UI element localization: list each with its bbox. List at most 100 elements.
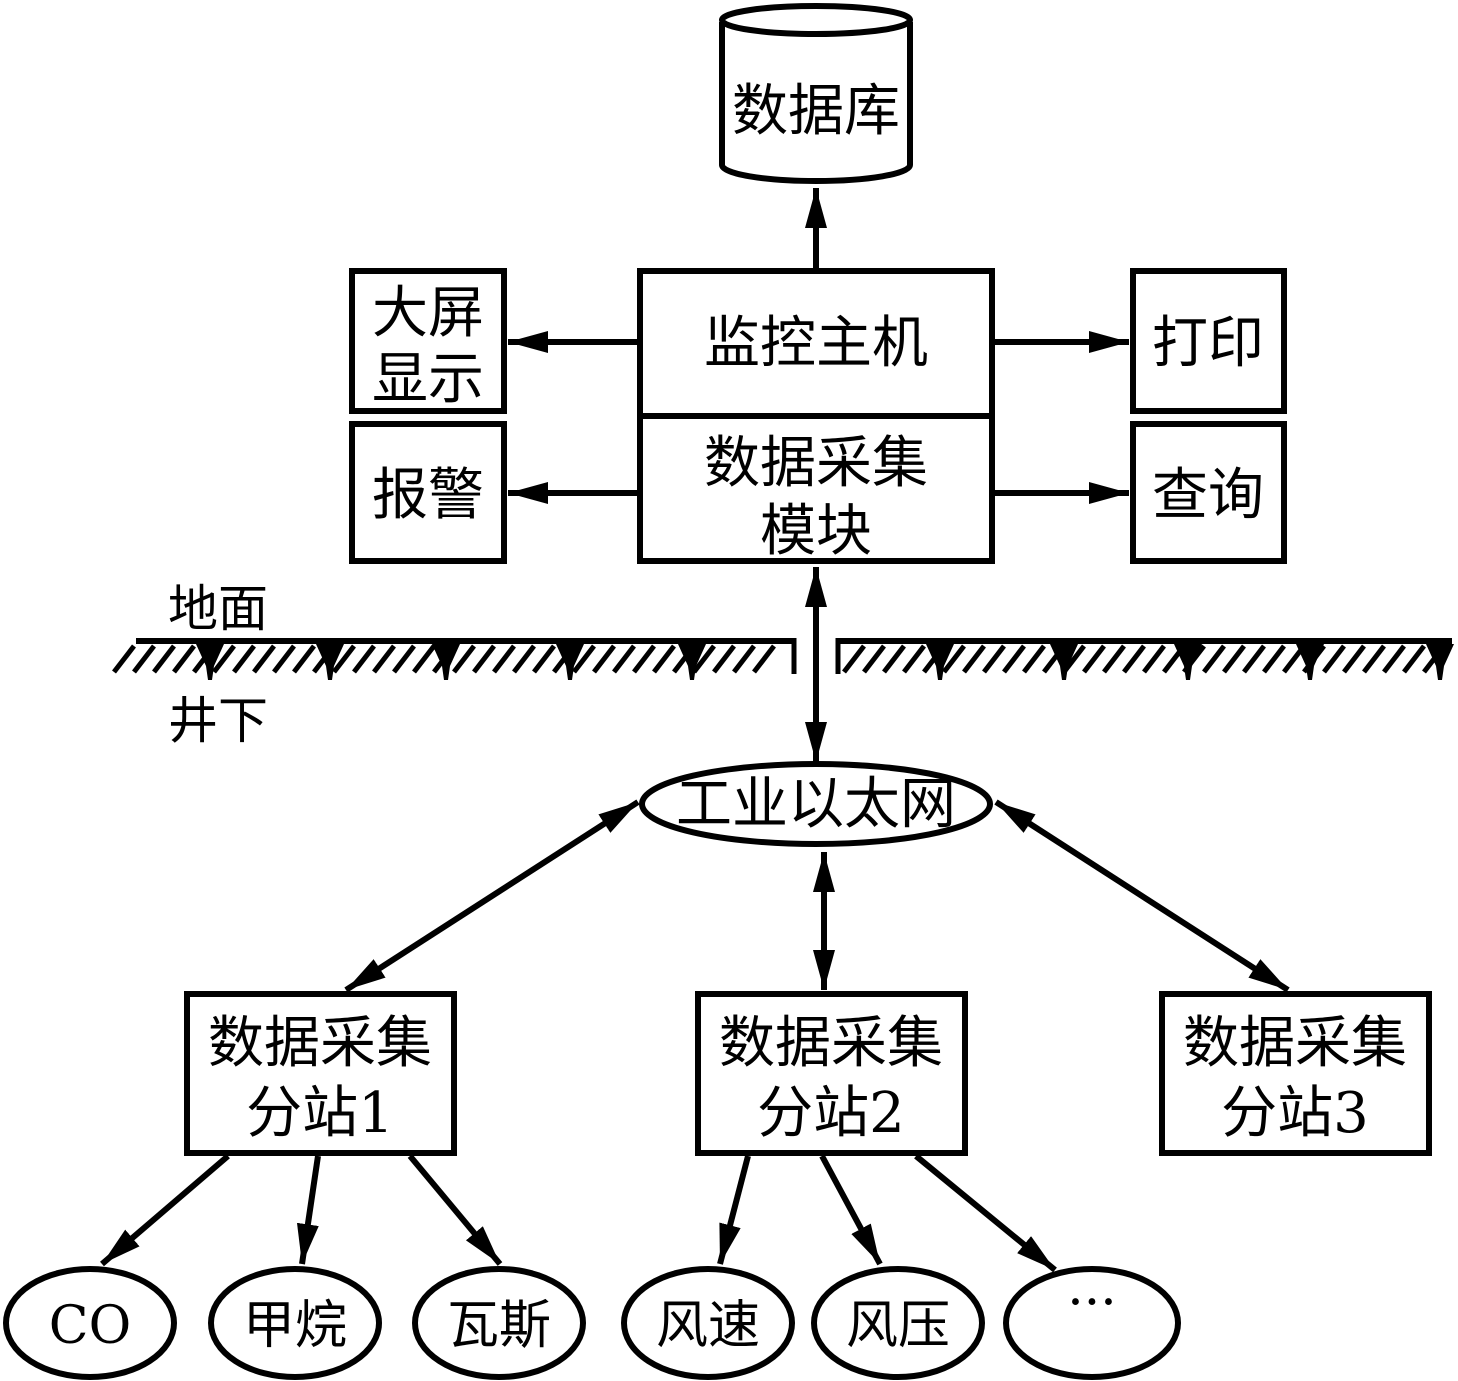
hatch-mark [982, 644, 1006, 674]
hatch-mark [842, 644, 866, 674]
sensor-ellipse [412, 1266, 586, 1380]
big-screen-label-line1: 大屏 [372, 281, 484, 346]
hatch-mark [592, 644, 616, 674]
sensor-co: CO [3, 1266, 177, 1380]
industrial-ethernet-label: 工业以太网 [676, 772, 956, 837]
query-node: 查询 [1130, 421, 1287, 564]
hatch-mark [862, 644, 886, 674]
hatch-mark [392, 644, 416, 674]
ground-anchor-mark [1296, 644, 1324, 680]
hatch-mark [332, 644, 356, 674]
hatch-mark [1222, 644, 1246, 674]
hatch-mark [372, 644, 396, 674]
substation-3-label-line2: 分站3 [1221, 1081, 1369, 1146]
hatch-mark [1402, 644, 1426, 674]
sensor-ellipse [208, 1266, 382, 1380]
sensor-methane: 甲烷 [208, 1266, 382, 1380]
hatch-mark [882, 644, 906, 674]
substation-1-label-line1: 数据采集 [208, 1011, 432, 1076]
alarm-label: 报警 [372, 463, 484, 528]
hatch-mark [232, 644, 256, 674]
hatch-mark [612, 644, 636, 674]
hatch-mark [732, 644, 756, 674]
ground-anchor-mark [1426, 644, 1454, 680]
hatch-mark [1002, 644, 1026, 674]
hatch-mark [1262, 644, 1286, 674]
hatch-mark [1242, 644, 1266, 674]
hatch-mark [112, 644, 136, 674]
monitor-host-node: 监控主机 [637, 268, 995, 419]
print-node: 打印 [1130, 268, 1287, 414]
hatch-mark [692, 644, 716, 674]
sensor-label: 风压 [846, 1296, 950, 1356]
hatch-mark [752, 644, 776, 674]
acquisition-module-node: 数据采集 模块 [637, 413, 995, 564]
acquisition-module-label-line1: 数据采集 [704, 431, 928, 496]
hatch-mark [1142, 644, 1166, 674]
ground-above-label: 地面 [168, 580, 268, 638]
sensor-ellipse [811, 1266, 985, 1380]
hatch-mark [532, 644, 556, 674]
arrow-substation-1-to-gas [407, 1154, 503, 1266]
ground-anchor-mark [678, 644, 706, 680]
sensor-ellipse [621, 1266, 795, 1380]
acquisition-module-label-line2: 模块 [760, 499, 872, 564]
hatch-mark [152, 644, 176, 674]
ground-anchor-mark [556, 644, 584, 680]
sensor-wind-pressure: 风压 [811, 1266, 985, 1380]
big-screen-node: 大屏 显示 [349, 268, 507, 414]
sensor-label: 风速 [656, 1296, 760, 1356]
sensor-gas: 瓦斯 [412, 1266, 586, 1380]
hatch-mark [1382, 644, 1406, 674]
sensor-row: CO 甲烷 瓦斯 风速 风压 ··· [3, 1266, 1181, 1380]
hatch-mark [412, 644, 436, 674]
sensor-more: ··· [1003, 1266, 1181, 1380]
sensor-label: CO [49, 1296, 131, 1356]
hatch-mark [492, 644, 516, 674]
arrow-substation-2-to-more [914, 1153, 1057, 1273]
database-node: 数据库 [719, 3, 913, 184]
sensor-ellipse [3, 1266, 177, 1380]
hatch-mark [1082, 644, 1106, 674]
hatch-mark [902, 644, 926, 674]
hatch-mark [632, 644, 656, 674]
hatch-mark [212, 644, 236, 674]
hatch-mark [1322, 644, 1346, 674]
hatch-mark [1122, 644, 1146, 674]
substation-2-label-line2: 分站2 [757, 1081, 905, 1146]
substation-2-label-line1: 数据采集 [719, 1011, 943, 1076]
hatch-mark [1022, 644, 1046, 674]
hatch-mark [1202, 644, 1226, 674]
sensor-label: 瓦斯 [447, 1296, 551, 1356]
substation-1-label-line2: 分站1 [246, 1081, 394, 1146]
arrow-substation-2-to-wind-speed [717, 1155, 751, 1265]
hatch-mark [252, 644, 276, 674]
hatch-mark [352, 644, 376, 674]
hatch-mark [472, 644, 496, 674]
hatch-mark [452, 644, 476, 674]
ground-anchor-mark [1174, 644, 1202, 680]
arrow-substation-1-to-methane [296, 1155, 321, 1265]
ground-anchor-mark [1050, 644, 1078, 680]
arrow-network-substation-3 [994, 799, 1290, 993]
sensor-ellipse [1003, 1266, 1181, 1380]
ground-line [112, 638, 1454, 680]
database-label: 数据库 [732, 79, 900, 144]
arrow-substation-1-to-co [100, 1153, 230, 1267]
sensor-label: 甲烷 [243, 1296, 347, 1356]
hatch-mark [1362, 644, 1386, 674]
query-label: 查询 [1152, 463, 1264, 528]
hatch-mark [272, 644, 296, 674]
ground-anchor-mark [316, 644, 344, 680]
sensor-label: ··· [1067, 1273, 1117, 1333]
hatch-mark [292, 644, 316, 674]
sensor-wind-speed: 风速 [621, 1266, 795, 1380]
substation-3: 数据采集 分站3 [1159, 991, 1432, 1156]
hatch-mark [962, 644, 986, 674]
substation-2: 数据采集 分站2 [695, 991, 968, 1156]
substation-3-label-line1: 数据采集 [1183, 1011, 1407, 1076]
hatch-mark [652, 644, 676, 674]
big-screen-label-line2: 显示 [372, 347, 484, 412]
monitor-host-label: 监控主机 [704, 311, 928, 376]
